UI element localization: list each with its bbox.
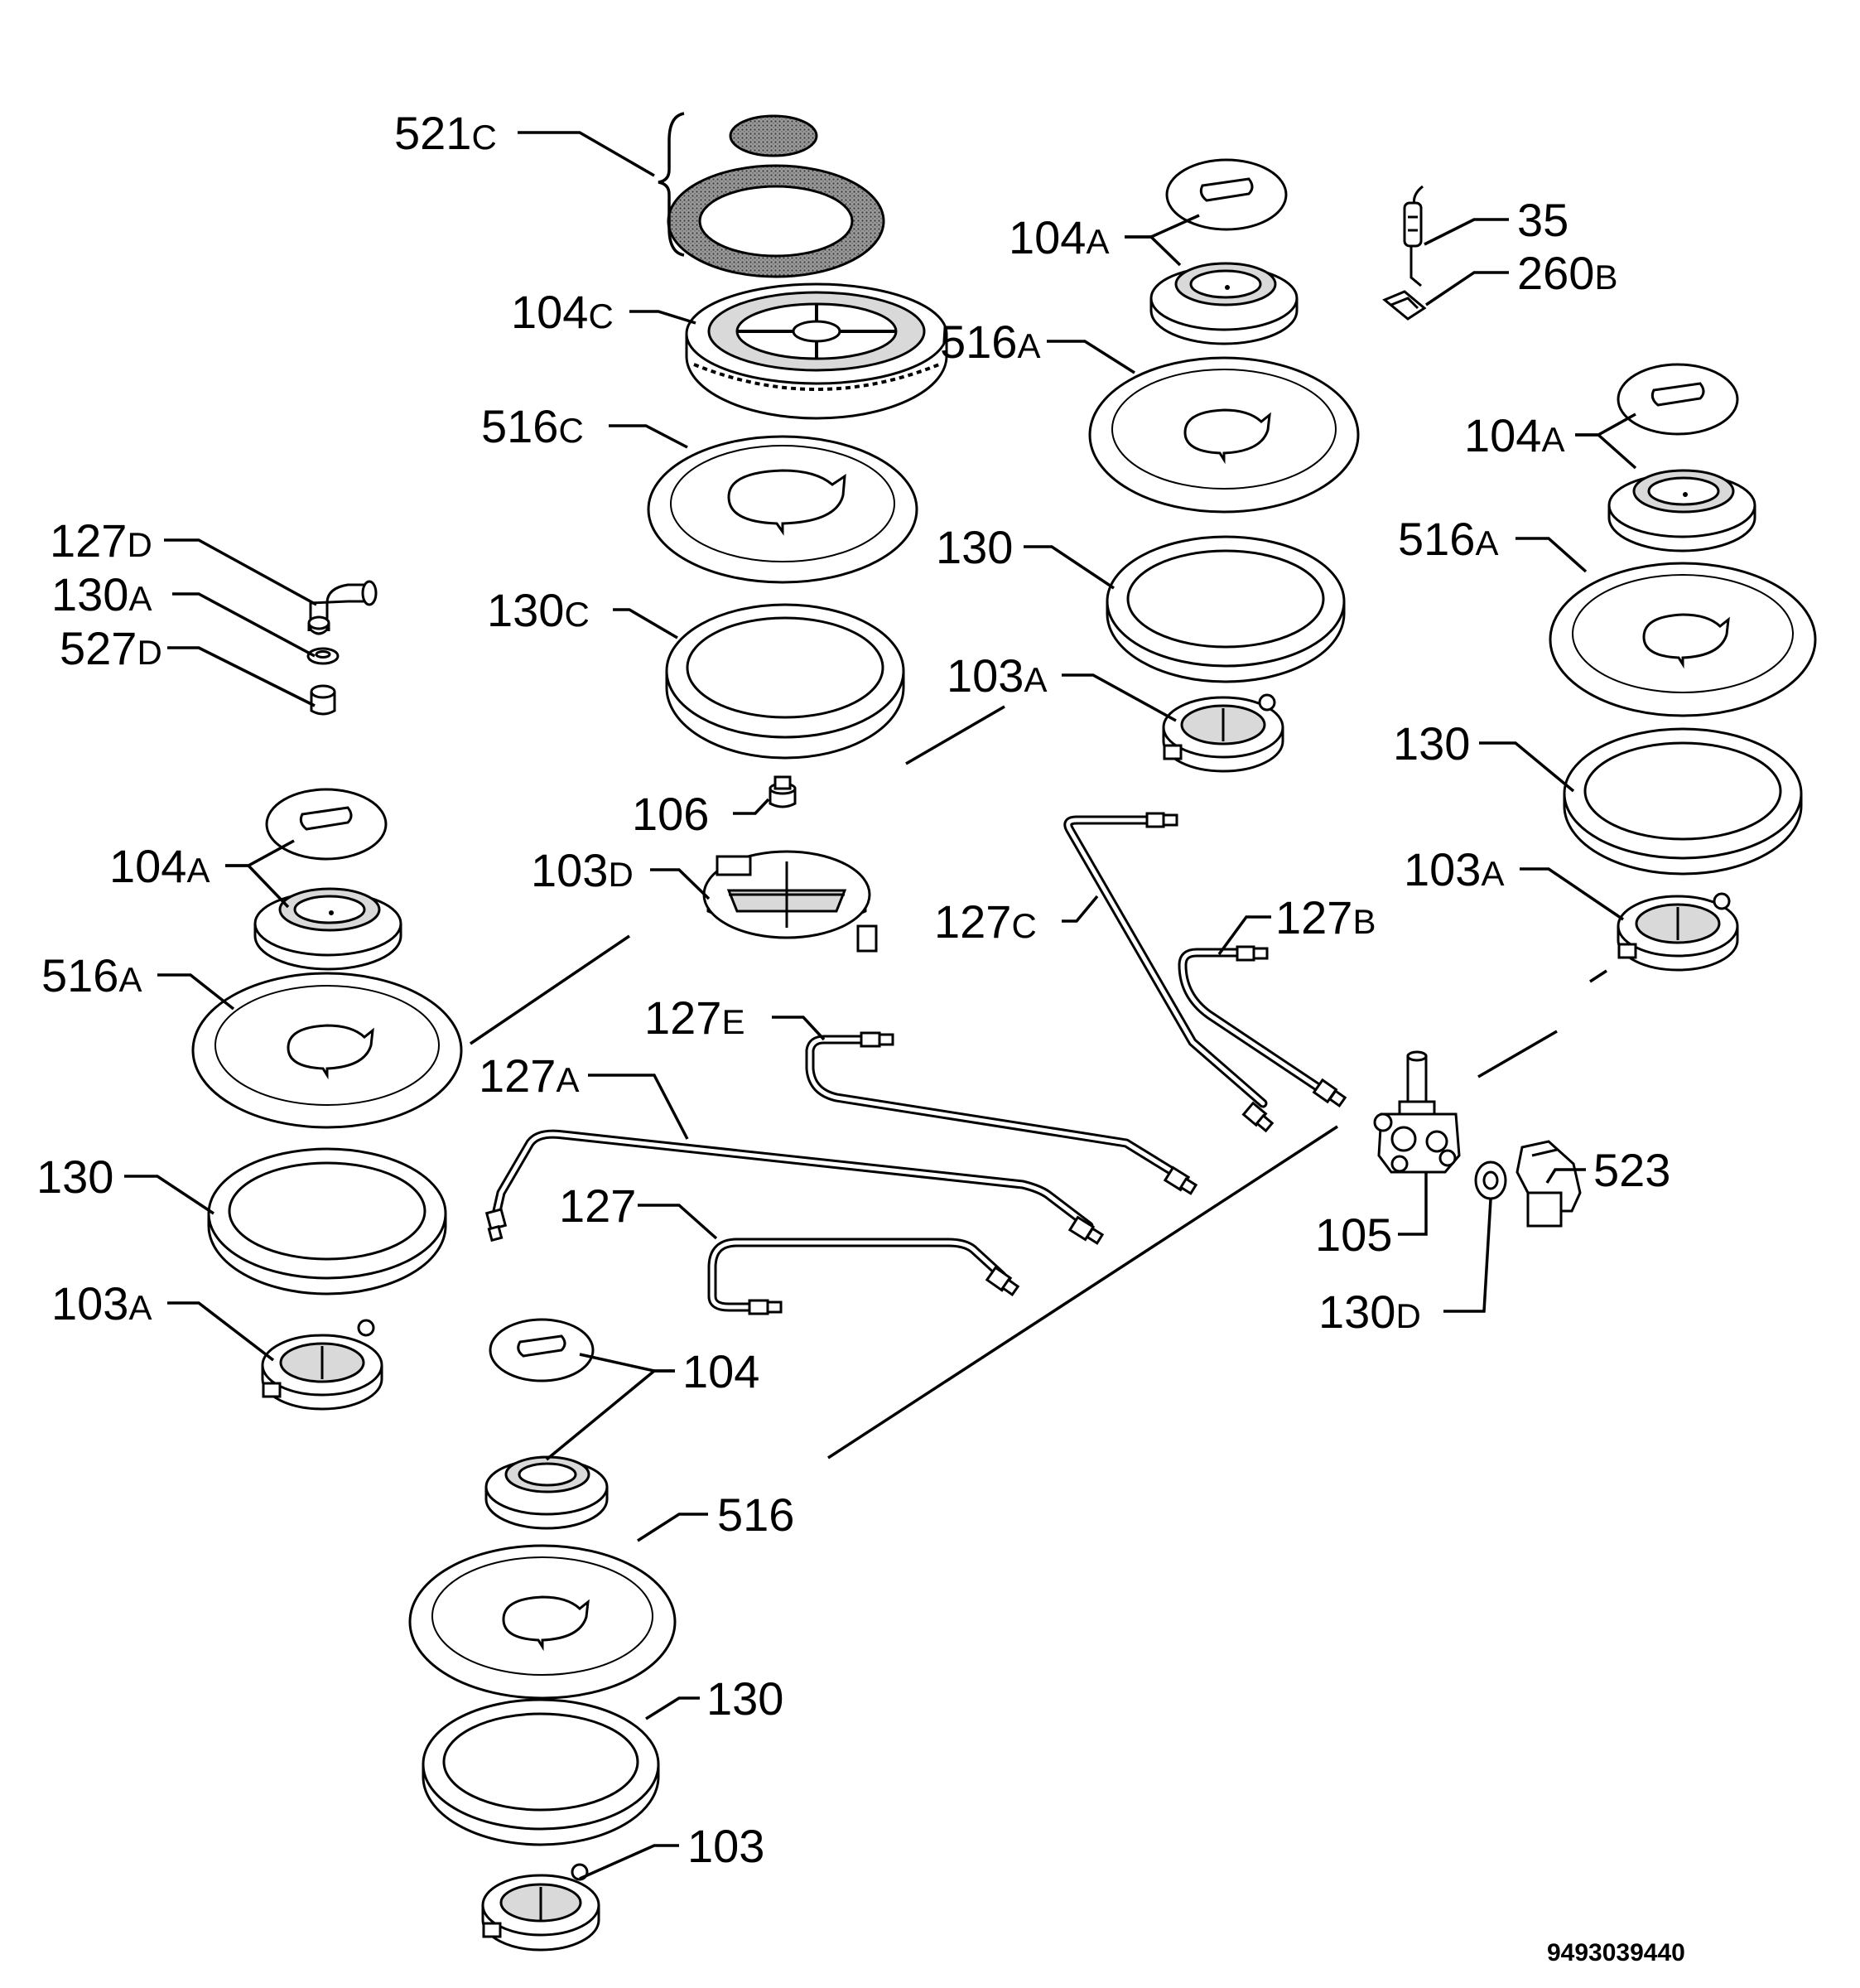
elbow-connector-127d — [307, 580, 378, 635]
crown-104a-top — [1149, 262, 1299, 345]
plate-516-bottom — [408, 1544, 677, 1700]
body-103a-right — [1617, 892, 1739, 972]
label-523: 523 — [1593, 1144, 1670, 1196]
label-516-bottom: 516 — [717, 1489, 794, 1541]
label-105: 105 — [1315, 1209, 1392, 1261]
burner-assembly-top — [1088, 158, 1360, 773]
clip-523 — [1515, 1140, 1582, 1228]
label-104a-right: 104A — [1464, 409, 1564, 461]
body-103a-top — [1162, 693, 1284, 773]
label-130-left: 130 — [36, 1151, 113, 1203]
label-104-bottom: 104 — [682, 1345, 759, 1397]
document-id: 9493039440 — [1547, 1939, 1685, 1966]
pipe-127b — [1178, 945, 1347, 1108]
burner-crown-104c — [685, 282, 948, 420]
label-103-bottom: 103 — [687, 1820, 764, 1872]
label-127: 127 — [559, 1180, 636, 1232]
label-130c: 130C — [487, 584, 590, 636]
ring-130-right — [1563, 727, 1803, 876]
label-104c: 104C — [511, 286, 614, 338]
label-516a-left: 516A — [41, 949, 142, 1001]
burner-body-103d — [702, 850, 878, 953]
washer-130a — [306, 647, 340, 665]
label-527d: 527D — [60, 622, 162, 674]
body-103-bottom — [481, 1863, 600, 1952]
nozzle-527d — [310, 684, 336, 716]
crown-104a-left — [253, 887, 402, 971]
label-103d: 103D — [531, 844, 634, 896]
seal-ring-130c — [665, 603, 905, 760]
label-260b: 260B — [1517, 247, 1617, 299]
gas-pipes — [484, 812, 1347, 1315]
ignition-electrode-35 — [1403, 185, 1424, 287]
burner-assembly-large — [647, 112, 948, 953]
label-104a-top: 104A — [1009, 211, 1109, 263]
label-516a-right: 516A — [1398, 513, 1498, 565]
pipe-127c — [1063, 812, 1275, 1133]
gas-valve-105 — [1373, 1050, 1461, 1174]
label-103a-top: 103A — [947, 649, 1047, 702]
label-127e: 127E — [644, 992, 744, 1044]
gasket-set-521c — [658, 112, 885, 278]
pipe-127e — [805, 1031, 1198, 1195]
label-103a-right: 103A — [1404, 843, 1504, 895]
burner-assembly-right — [1549, 363, 1817, 972]
crown-104a-right — [1607, 469, 1756, 552]
label-130-bottom: 130 — [706, 1672, 783, 1725]
label-516a-top: 516A — [940, 316, 1040, 368]
label-127d: 127D — [50, 514, 152, 567]
plate-516a-right — [1549, 562, 1817, 717]
plate-516a-left — [191, 972, 463, 1129]
label-516c: 516C — [481, 400, 584, 452]
body-103a-left — [261, 1319, 383, 1411]
label-106: 106 — [632, 788, 709, 840]
injector-106 — [769, 775, 797, 808]
label-103a-left: 103A — [51, 1277, 152, 1329]
ring-130-top — [1106, 535, 1346, 683]
label-130d: 130D — [1318, 1286, 1421, 1338]
label-104a-left: 104A — [109, 840, 210, 892]
burner-plate-516c — [647, 435, 918, 584]
plate-516a-top — [1088, 356, 1360, 514]
label-130-top: 130 — [936, 521, 1013, 573]
label-127b: 127B — [1275, 891, 1376, 943]
clip-260b — [1382, 290, 1427, 321]
crown-104-bottom — [484, 1455, 609, 1530]
part-labels: 521C 104C 516C 130C 106 103D 127D 130A 5… — [36, 107, 1685, 1966]
pipe-127 — [707, 1238, 1020, 1315]
label-130-right: 130 — [1393, 717, 1470, 770]
burner-assembly-bottom — [408, 1318, 677, 1952]
hob-outline — [470, 705, 1607, 1460]
ring-130-left — [207, 1147, 447, 1296]
pipe-127a — [484, 1129, 1105, 1245]
label-521c: 521C — [394, 107, 497, 159]
ring-130-bottom — [422, 1698, 660, 1846]
label-127c: 127C — [934, 895, 1037, 948]
label-35: 35 — [1517, 194, 1568, 246]
label-127a: 127A — [479, 1049, 579, 1102]
label-130a: 130A — [51, 568, 152, 620]
burner-assembly-left — [191, 788, 463, 1411]
leader-lines — [124, 131, 1637, 1880]
washer-130d — [1474, 1160, 1507, 1200]
